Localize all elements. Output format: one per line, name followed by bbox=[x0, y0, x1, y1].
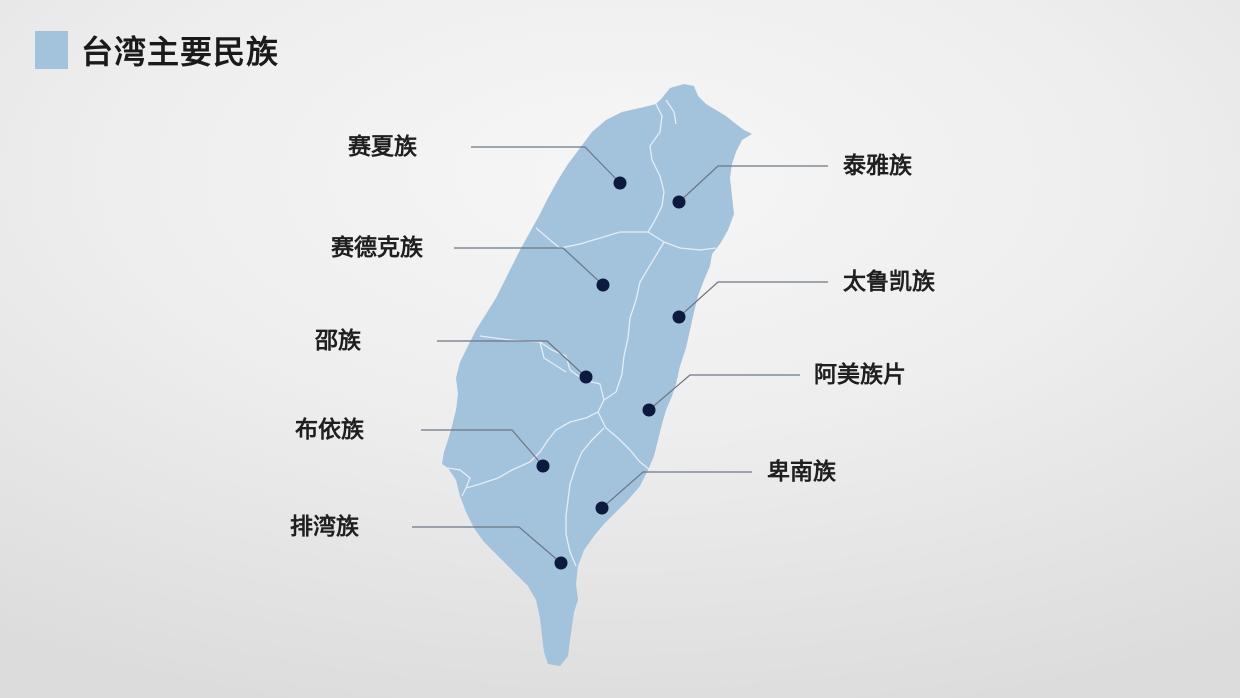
county-borders bbox=[447, 99, 717, 567]
dot-atayal[interactable] bbox=[672, 195, 686, 209]
dot-seediq[interactable] bbox=[596, 278, 610, 292]
dot-saisiyat[interactable] bbox=[613, 176, 627, 190]
label-amis: 阿美族片 bbox=[814, 362, 906, 388]
page-title: 台湾主要民族 bbox=[81, 33, 280, 71]
page-title-group: 台湾主要民族 bbox=[35, 27, 279, 73]
label-thao: 邵族 bbox=[315, 328, 361, 354]
dot-truku[interactable] bbox=[672, 310, 686, 324]
dot-bunun[interactable] bbox=[536, 459, 550, 473]
title-accent-square bbox=[35, 31, 68, 69]
dot-thao[interactable] bbox=[579, 370, 593, 384]
leader-lines bbox=[412, 146, 828, 564]
location-dots bbox=[536, 176, 686, 570]
label-atayal: 泰雅族 bbox=[843, 153, 912, 179]
label-bunun: 布依族 bbox=[295, 417, 364, 443]
dot-paiwan[interactable] bbox=[554, 556, 568, 570]
taiwan-island-shape bbox=[442, 84, 752, 666]
label-paiwan: 排湾族 bbox=[290, 514, 359, 540]
label-puyuma: 卑南族 bbox=[767, 459, 836, 485]
dot-amis[interactable] bbox=[642, 403, 656, 417]
label-saisiyat: 赛夏族 bbox=[348, 134, 417, 160]
label-seediq: 赛德克族 bbox=[331, 235, 423, 261]
label-truku: 太鲁凯族 bbox=[843, 269, 935, 295]
dot-puyuma[interactable] bbox=[595, 501, 609, 515]
